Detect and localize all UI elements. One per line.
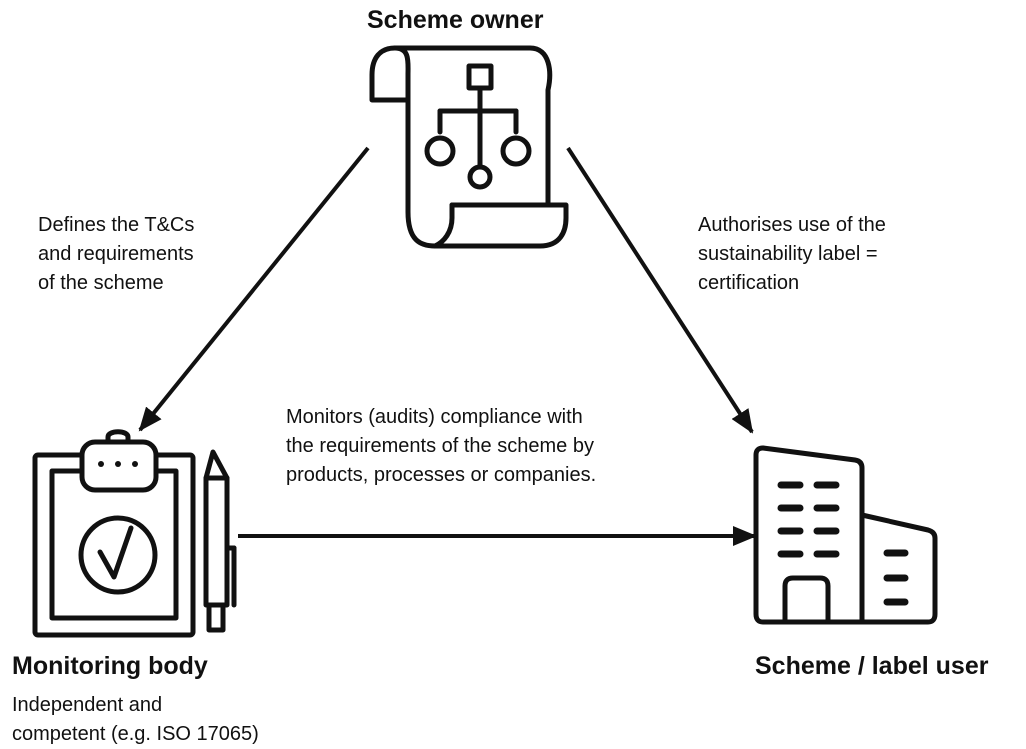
edge-label-line: certification <box>698 272 800 294</box>
edge-label-monitoring-body-to-label-user: Monitors (audits) compliance with the re… <box>286 403 596 490</box>
arrow-owner-to-label-user <box>566 146 754 434</box>
scheme-owner-title: Scheme owner <box>367 6 544 34</box>
edge-label-line: and requirements <box>38 243 194 265</box>
scroll-hierarchy-icon <box>369 45 569 249</box>
edge-label-line: Authorises use of the <box>698 214 886 236</box>
edge-label-line: of the scheme <box>38 272 164 294</box>
clipboard-check-pencil-icon <box>32 429 237 638</box>
label-user-title: Scheme / label user <box>755 652 989 680</box>
edge-label-line: Monitors (audits) compliance with <box>286 406 583 428</box>
description-line: competent (e.g. ISO 17065) <box>12 723 259 745</box>
monitoring-body-description: Independent and competent (e.g. ISO 1706… <box>12 691 259 749</box>
arrow-owner-to-monitoring-body <box>138 146 370 432</box>
edge-label-owner-to-monitoring-body: Defines the T&Cs and requirements of the… <box>38 211 194 298</box>
monitoring-body-title: Monitoring body <box>12 652 208 680</box>
office-building-icon <box>753 445 938 625</box>
edge-label-line: the requirements of the scheme by <box>286 435 594 457</box>
description-line: Independent and <box>12 694 163 716</box>
edge-label-line: sustainability label = <box>698 243 878 265</box>
edge-label-line: products, processes or companies. <box>286 464 597 486</box>
edge-label-line: Defines the T&Cs <box>38 214 195 236</box>
edge-label-owner-to-label-user: Authorises use of the sustainability lab… <box>698 211 886 298</box>
